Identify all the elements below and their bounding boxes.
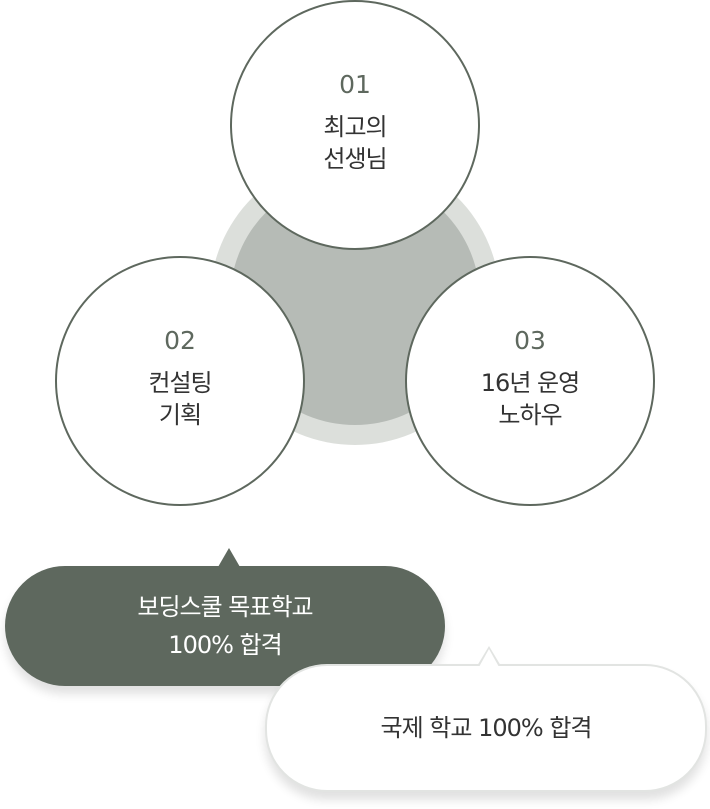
- bubble-text: 국제 학교 100% 합격: [380, 714, 593, 742]
- feature-number: 02: [164, 325, 196, 355]
- bubble-tail: [477, 646, 501, 667]
- feature-number: 01: [339, 69, 371, 99]
- bubble-tail: [218, 548, 240, 567]
- international-school-bubble: 국제 학교 100% 합격: [265, 646, 707, 792]
- feature-number: 03: [514, 325, 546, 355]
